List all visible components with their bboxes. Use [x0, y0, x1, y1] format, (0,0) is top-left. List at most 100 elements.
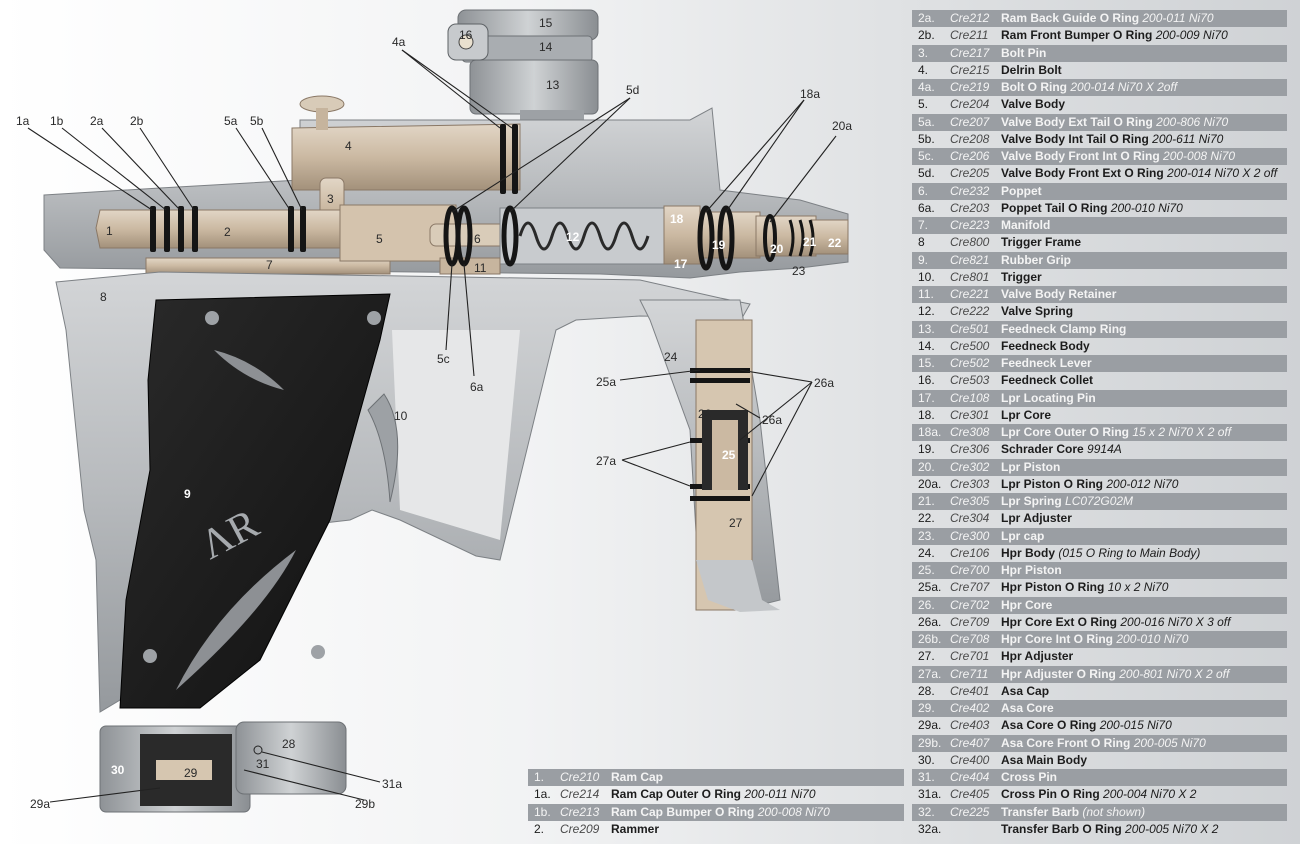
part-number: 2.	[534, 821, 545, 836]
callout-1b: 1b	[50, 114, 64, 128]
part-name-text: Ram Back Guide O Ring	[1001, 11, 1140, 25]
callout-29b: 29b	[355, 797, 375, 811]
part-code: Cre223	[950, 218, 990, 232]
part-name: Trigger	[1001, 269, 1042, 286]
part-name: Asa Cap	[1001, 683, 1049, 700]
part-code: Cre405	[950, 787, 990, 802]
callout-5d: 5d	[626, 83, 639, 97]
part-number: 3.	[918, 45, 929, 60]
part-code: Cre209	[560, 821, 600, 836]
part-name: Hpr Adjuster O Ring 200-801 Ni70 X 2 off	[1001, 666, 1229, 683]
callout-18a: 18a	[800, 87, 820, 101]
part-number: 30.	[918, 752, 935, 767]
part-number: 2b.	[918, 28, 935, 43]
part-number: 7.	[918, 218, 929, 232]
part-name-text: Trigger Frame	[1001, 235, 1082, 250]
part-name-text: Lpr Piston	[1001, 459, 1061, 474]
part-name: Delrin Bolt	[1001, 62, 1062, 79]
part-name: Asa Core Front O Ring 200-005 Ni70	[1001, 735, 1206, 752]
part-code: Cre212	[950, 11, 990, 25]
part-spec: (015 O Ring to Main Body)	[1058, 545, 1201, 560]
callout-21: 21	[803, 235, 817, 249]
part-number: 22.	[918, 511, 935, 526]
part-code: Cre702	[950, 597, 990, 612]
part-code: Cre400	[950, 752, 990, 767]
part-name-text: Hpr Adjuster	[1001, 649, 1074, 664]
part-name: Valve Spring	[1001, 303, 1073, 320]
part-spec: 200-008 Ni70	[1163, 149, 1236, 163]
callout-18: 18	[670, 212, 684, 226]
callout-1: 1	[106, 224, 113, 238]
part-number: 6.	[918, 183, 929, 198]
part-name-text: Bolt Pin	[1001, 45, 1047, 60]
part-number: 5b.	[918, 131, 935, 146]
part-code: Cre407	[950, 735, 990, 750]
part-name-text: Valve Body Int Tail O Ring	[1001, 131, 1149, 146]
callout-25: 25	[722, 448, 736, 462]
callout-4a: 4a	[392, 35, 406, 49]
part-name-text: Valve Body Front Ext O Ring	[1001, 166, 1164, 181]
part-number: 13.	[918, 321, 935, 336]
part-name-text: Delrin Bolt	[1001, 62, 1062, 77]
callout-28: 28	[282, 737, 296, 751]
callout-26a-right: 26a	[814, 376, 834, 390]
part-name-text: Asa Cap	[1001, 683, 1050, 698]
part-name: Lpr Adjuster	[1001, 510, 1072, 527]
leader-lines	[27, 49, 837, 803]
part-name-text: Poppet Tail O Ring	[1001, 200, 1108, 215]
part-name: Feedneck Clamp Ring	[1001, 321, 1126, 338]
part-spec: 200-014 Ni70 X 2 off	[1167, 166, 1278, 181]
part-name: Hpr Piston O Ring 10 x 2 Ni70	[1001, 579, 1168, 596]
part-number: 23.	[918, 528, 935, 543]
part-name-text: Hpr Body	[1001, 545, 1055, 560]
part-code: Cre300	[950, 528, 990, 543]
part-name: Feedneck Collet	[1001, 372, 1093, 389]
callout-16: 16	[459, 28, 473, 42]
part-spec: 200-015 Ni70	[1099, 718, 1172, 733]
part-code: Cre502	[950, 356, 990, 370]
part-name: Poppet	[1001, 183, 1042, 200]
callout-9: 9	[184, 487, 191, 501]
part-number: 1a.	[534, 787, 551, 802]
part-code: Cre711	[950, 666, 989, 681]
part-number: 29a.	[918, 718, 942, 733]
part-number: 27a.	[918, 666, 942, 681]
part-name: Hpr Core	[1001, 597, 1052, 614]
part-code: Cre306	[950, 442, 990, 457]
part-number: 25.	[918, 563, 935, 577]
part-name-text: Lpr Piston O Ring	[1001, 476, 1103, 491]
part-number: 21.	[918, 494, 935, 508]
part-number: 31.	[918, 770, 935, 784]
part-name: Bolt Pin	[1001, 45, 1046, 62]
part-name: Hpr Adjuster	[1001, 648, 1073, 665]
part-name: Schrader Core 9914A	[1001, 441, 1122, 458]
callout-5: 5	[376, 232, 383, 246]
part-name-text: Ram Cap Outer O Ring	[611, 787, 742, 802]
part-code: Cre203	[950, 200, 990, 215]
part-name-text: Valve Spring	[1001, 304, 1074, 319]
part-number: 25a.	[918, 580, 942, 595]
upper-body	[43, 95, 849, 279]
part-number: 15.	[918, 356, 935, 370]
part-name: Feedneck Lever	[1001, 355, 1092, 372]
callout-3: 3	[327, 192, 334, 206]
part-code: Cre208	[950, 131, 990, 146]
part-number: 28.	[918, 683, 935, 698]
